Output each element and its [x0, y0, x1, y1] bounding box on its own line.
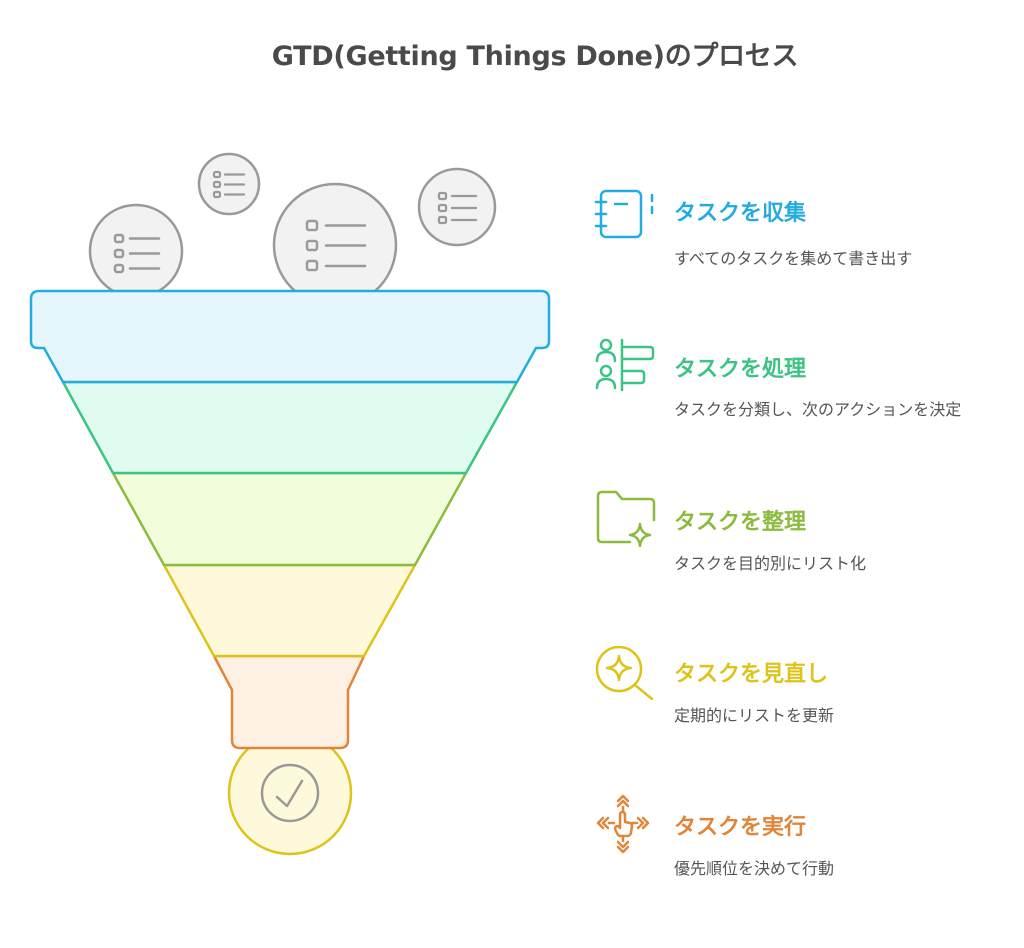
funnel-layer-execute — [212, 654, 366, 750]
people-assign-icon — [595, 338, 655, 392]
check-circle-icon — [260, 763, 320, 823]
input-bubble — [272, 182, 398, 308]
funnel-layer-process — [61, 380, 519, 475]
step-heading: タスクを整理 — [674, 510, 807, 535]
search-sparkle-icon — [595, 645, 654, 700]
notebook-icon — [594, 189, 654, 239]
step-heading: タスクを収集 — [674, 201, 807, 226]
checklist-icon — [113, 233, 161, 274]
step-heading: タスクを実行 — [674, 815, 807, 840]
tap-move-icon — [596, 794, 650, 854]
input-bubble — [417, 167, 497, 247]
step-description: 定期的にリストを更新 — [674, 706, 835, 725]
step-heading: タスクを見直し — [674, 662, 829, 687]
step-heading: タスクを処理 — [674, 357, 807, 382]
funnel-layer-organize — [111, 471, 468, 567]
step-description: すべてのタスクを集めて書き出す — [674, 249, 913, 268]
output-result — [227, 730, 353, 856]
step-description: タスクを分類し、次のアクションを決定 — [674, 400, 962, 419]
step-description: 優先順位を決めて行動 — [674, 859, 835, 878]
funnel-layer-collect — [29, 289, 551, 384]
checklist-icon — [305, 219, 367, 272]
funnel-layer-review — [162, 563, 417, 658]
checklist-icon — [437, 191, 478, 225]
step-description: タスクを目的別にリスト化 — [674, 554, 867, 573]
gtd-funnel — [29, 152, 551, 856]
input-bubble — [197, 152, 261, 216]
folder-sparkle-icon — [596, 490, 656, 548]
input-bubble — [88, 203, 184, 299]
checklist-icon — [212, 170, 246, 199]
page-title: GTD(Getting Things Done)のプロセス — [271, 41, 799, 72]
